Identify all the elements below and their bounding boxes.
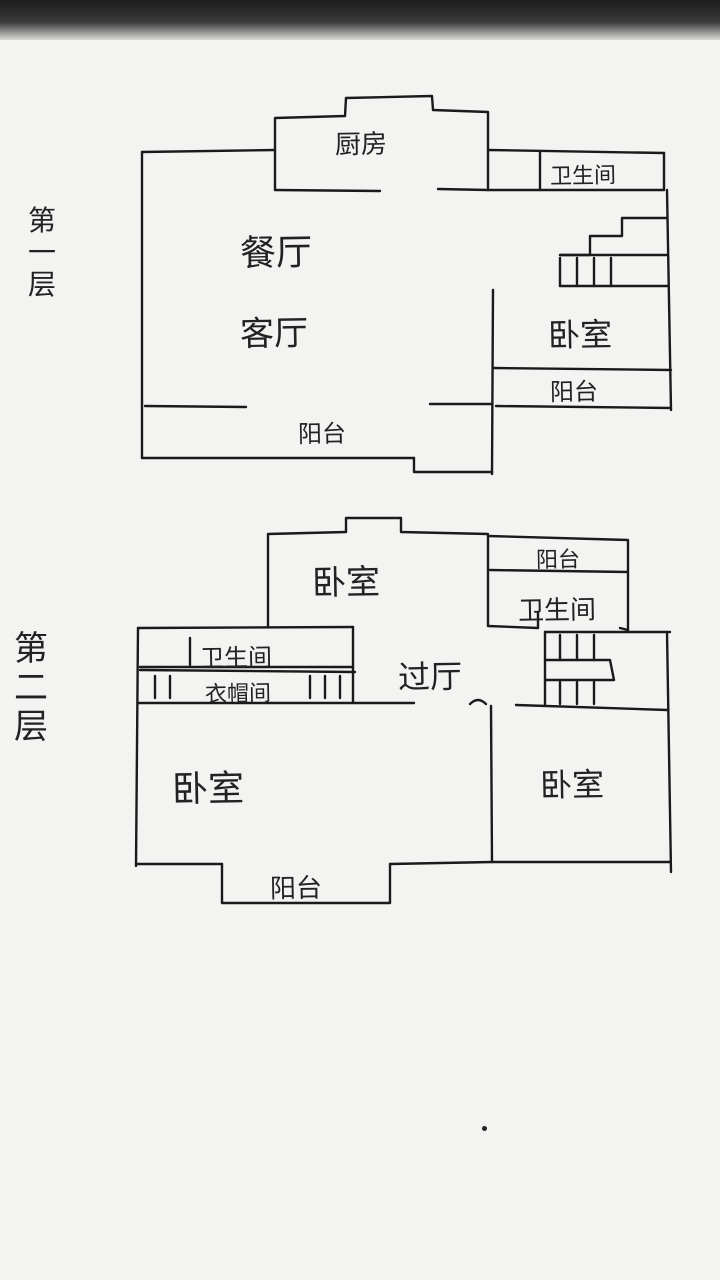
room-label-bedroom: 卧室 bbox=[547, 315, 613, 355]
first-floor-label: 第 一 层 bbox=[28, 204, 57, 302]
room-label-kitchen: 厨房 bbox=[334, 129, 388, 161]
room-label-dining: 餐厅 bbox=[239, 232, 313, 275]
room-label-bedroom-right: 卧室 bbox=[539, 765, 605, 805]
second-floor-label: 第 二 层 bbox=[14, 629, 48, 748]
room-label-cloakroom: 衣帽间 bbox=[204, 681, 272, 708]
first-floor-walls bbox=[140, 94, 673, 476]
room-label-bath-left: 卫生间 bbox=[199, 643, 273, 673]
room-label-living: 客厅 bbox=[239, 313, 309, 355]
room-label-hall: 过厅 bbox=[397, 657, 463, 697]
room-label-balcony-top: 阳台 bbox=[535, 547, 581, 574]
room-label-balcony-bottom: 阳台 bbox=[297, 419, 347, 449]
room-label-bath-right: 卫生间 bbox=[517, 595, 597, 627]
room-label-bath: 卫生间 bbox=[549, 163, 617, 190]
paper-speck bbox=[482, 1126, 487, 1131]
second-floor-walls bbox=[134, 516, 673, 905]
room-label-balcony-bottom-2f: 阳台 bbox=[269, 873, 323, 905]
room-label-bedroom-left: 卧室 bbox=[171, 768, 245, 811]
photo-top-shadow bbox=[0, 0, 720, 40]
room-label-bedroom-top: 卧室 bbox=[311, 562, 381, 604]
room-label-balcony-right: 阳台 bbox=[549, 377, 599, 407]
